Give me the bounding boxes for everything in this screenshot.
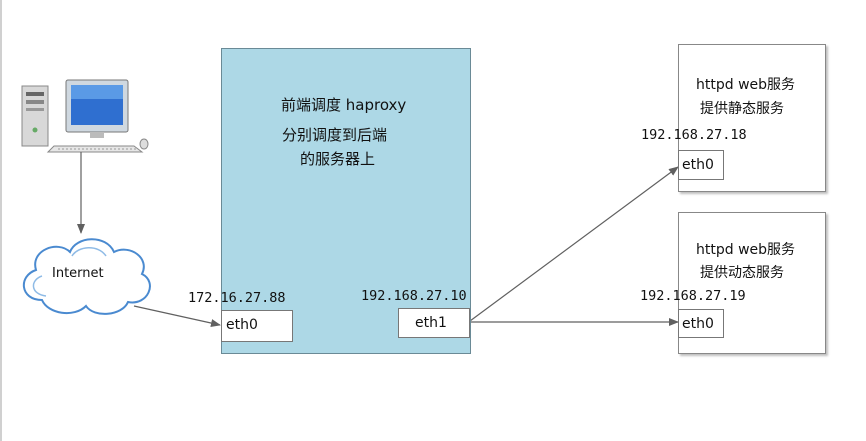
server-2-line-1: httpd web服务 xyxy=(696,242,796,258)
proxy-port-eth1: eth1 xyxy=(398,308,470,338)
server-1-ip: 192.168.27.18 xyxy=(641,127,747,143)
proxy-line-3: 的服务器上 xyxy=(300,150,376,168)
server-1-line-1: httpd web服务 xyxy=(696,77,796,93)
static-web-server-box xyxy=(678,44,826,192)
server-2-ip: 192.168.27.19 xyxy=(640,288,746,304)
proxy-port-eth0: eth0 xyxy=(221,310,293,342)
proxy-line-2: 分别调度到后端 xyxy=(282,126,388,144)
server-2-line-2: 提供动态服务 xyxy=(700,265,784,281)
proxy-line-1: 前端调度 haproxy xyxy=(281,96,407,114)
cloud-icon xyxy=(22,238,151,315)
proxy-ip-in: 172.16.27.88 xyxy=(188,290,286,306)
internet-label: Internet xyxy=(52,266,104,281)
haproxy-box xyxy=(221,48,471,354)
server-1-port-eth0: eth0 xyxy=(678,150,724,180)
proxy-ip-out: 192.168.27.10 xyxy=(361,288,467,304)
desktop-computer-icon xyxy=(21,79,149,153)
server-2-port-eth0: eth0 xyxy=(678,309,724,338)
server-1-line-2: 提供静态服务 xyxy=(700,101,784,117)
